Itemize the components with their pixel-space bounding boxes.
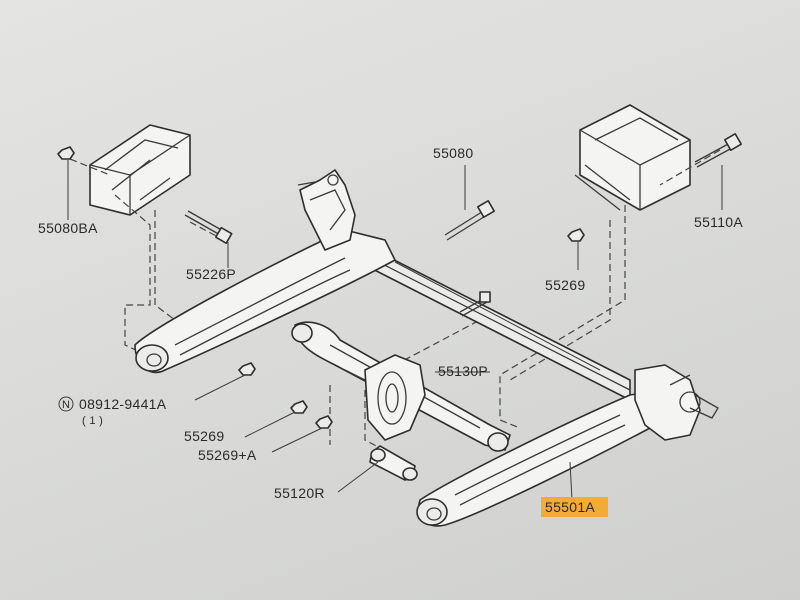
label-55130P: 55130P [438,363,488,379]
label-55080: 55080 [433,145,473,161]
left-frame-rail [89,124,191,216]
label-55226P: 55226P [186,266,236,282]
nut-55080BA [57,146,75,160]
nut-55269-mid [290,400,308,414]
left-trailing-arm [134,229,396,374]
right-trailing-arm [416,389,666,527]
highlight-55501A [541,497,608,517]
note-circle-icon [58,396,74,412]
label-08912-qty: ( 1 ) [82,415,103,427]
label-55269-mid: 55269 [184,428,224,444]
small-link [369,445,418,481]
label-55269-top: 55269 [545,277,585,293]
bolt-55080 [444,200,495,241]
label-55110A: 55110A [694,214,743,230]
label-08912-prefix: N [62,399,70,411]
right-frame-rail [574,104,691,211]
nut-55269-top [567,228,585,242]
nuts [57,146,585,429]
center-mount [344,354,426,441]
leader-lines [67,160,723,501]
left-knuckle [297,169,356,251]
nut-08912 [238,362,256,376]
label-55080BA: 55080BA [38,220,98,236]
label-08912-9441A: 08912-9441A [79,396,167,412]
label-55269A: 55269+A [198,447,257,463]
label-55120R: 55120R [274,485,325,501]
right-knuckle [634,364,719,441]
bolt-center [459,291,491,317]
bolt-55226P [184,210,233,244]
bolt-55110A [694,133,742,168]
nut-55269A [315,415,333,429]
label-55501A: 55501A [545,499,595,515]
